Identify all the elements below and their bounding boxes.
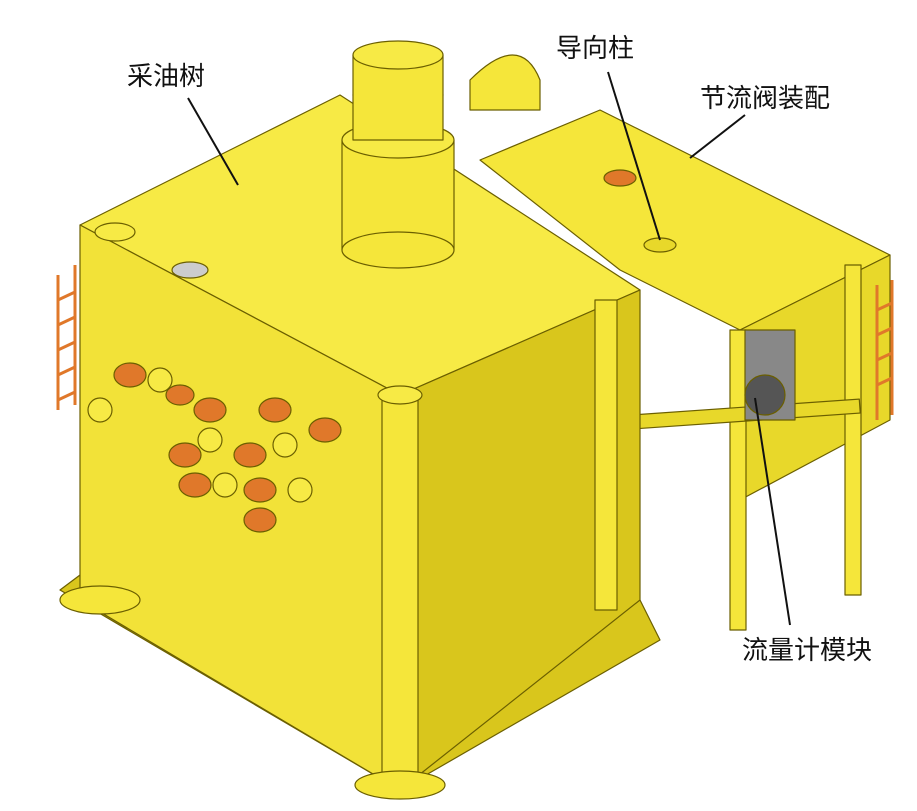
corner-column xyxy=(381,394,419,786)
label-choke-assembly: 节流阀装配 xyxy=(700,84,831,114)
pipe xyxy=(469,54,541,111)
foot xyxy=(59,585,141,615)
tree-cap-head xyxy=(352,40,444,70)
port xyxy=(171,261,209,279)
flowmeter-wheel xyxy=(744,374,786,416)
support-column xyxy=(594,299,618,611)
choke-frame-post xyxy=(844,264,862,596)
ladder-left xyxy=(56,265,77,410)
panel-valves xyxy=(113,362,342,533)
ladder-right xyxy=(875,280,894,420)
leader-flowmeter xyxy=(754,397,791,626)
leader-guide-post xyxy=(607,71,661,241)
leader-tree xyxy=(187,97,239,186)
port xyxy=(94,222,136,242)
label-guide-post: 导向柱 xyxy=(556,34,635,64)
guide-post xyxy=(643,237,677,253)
panel-gauges xyxy=(87,367,313,503)
corner-column-top xyxy=(377,385,423,405)
tree-cap-bottom xyxy=(341,231,455,269)
leader-choke-assembly xyxy=(689,114,746,159)
foot xyxy=(354,770,446,800)
port xyxy=(603,169,637,187)
label-tree: 采油树 xyxy=(127,62,206,92)
choke-frame-post xyxy=(729,329,747,631)
label-flowmeter-module: 流量计模块 xyxy=(742,636,873,666)
